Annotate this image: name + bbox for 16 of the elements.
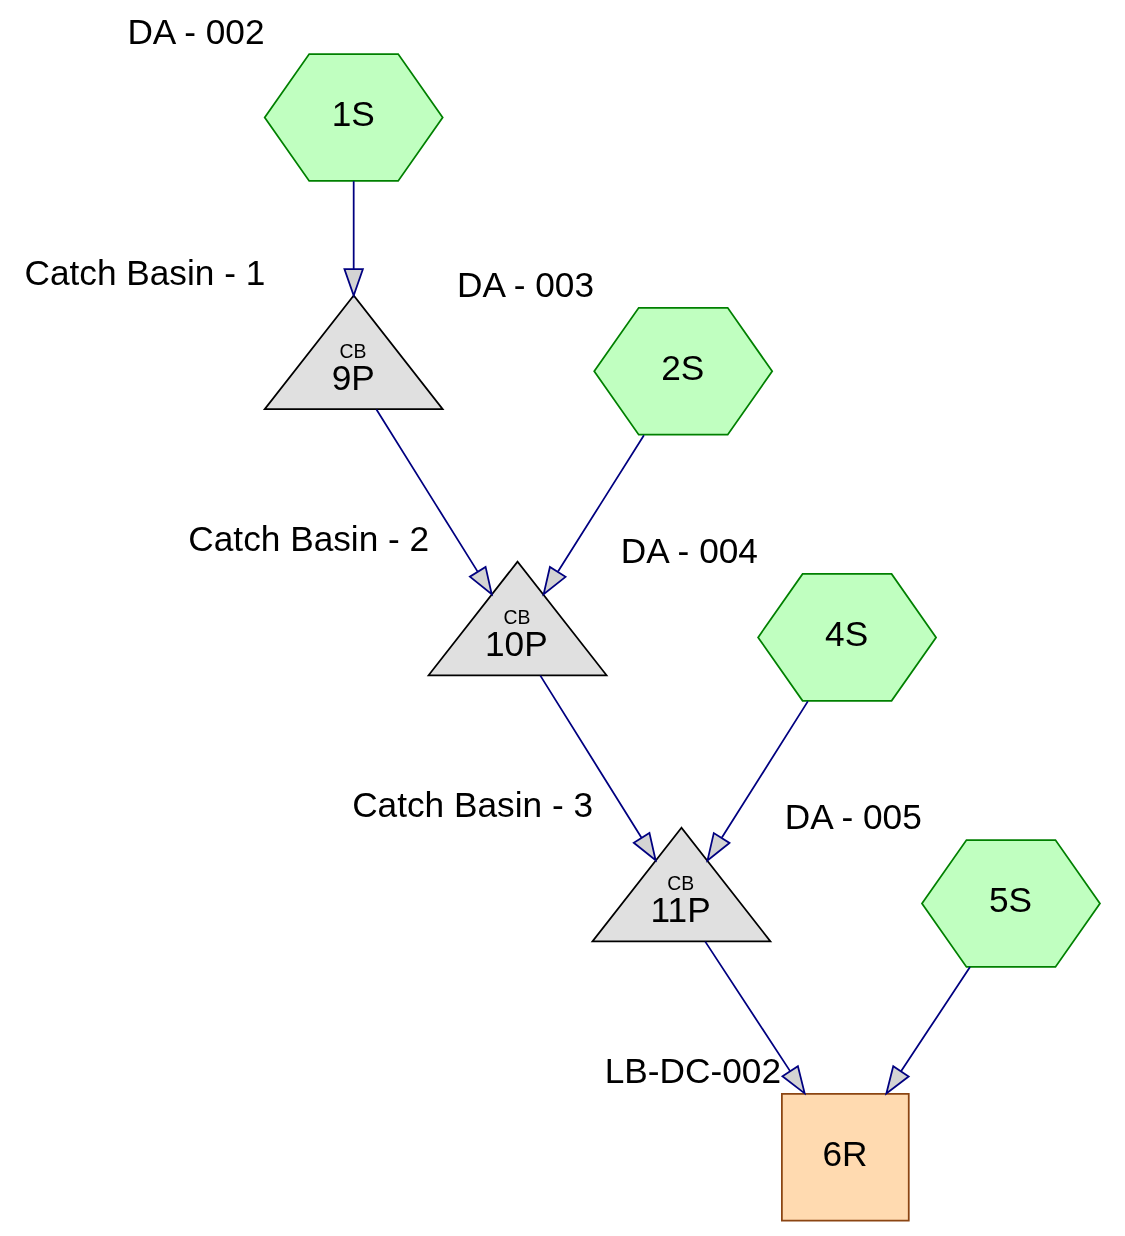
node-label: DA - 004 (620, 531, 758, 571)
node-box: 6R (781, 1092, 910, 1222)
arrow (542, 434, 645, 597)
node-label: LB-DC-002 (604, 1051, 782, 1091)
node-label: Catch Basin - 3 (352, 785, 594, 825)
node-label: DA - 005 (784, 797, 922, 837)
arrow (539, 674, 658, 863)
node-label: DA - 002 (127, 11, 265, 51)
arrow (343, 180, 365, 299)
arrow (375, 408, 494, 597)
node-label: Catch Basin - 1 (24, 252, 266, 292)
arrow (704, 940, 807, 1096)
node-label: Catch Basin - 2 (188, 519, 430, 559)
arrow (706, 700, 809, 863)
arrow (884, 966, 971, 1096)
node-label: DA - 003 (456, 265, 595, 305)
